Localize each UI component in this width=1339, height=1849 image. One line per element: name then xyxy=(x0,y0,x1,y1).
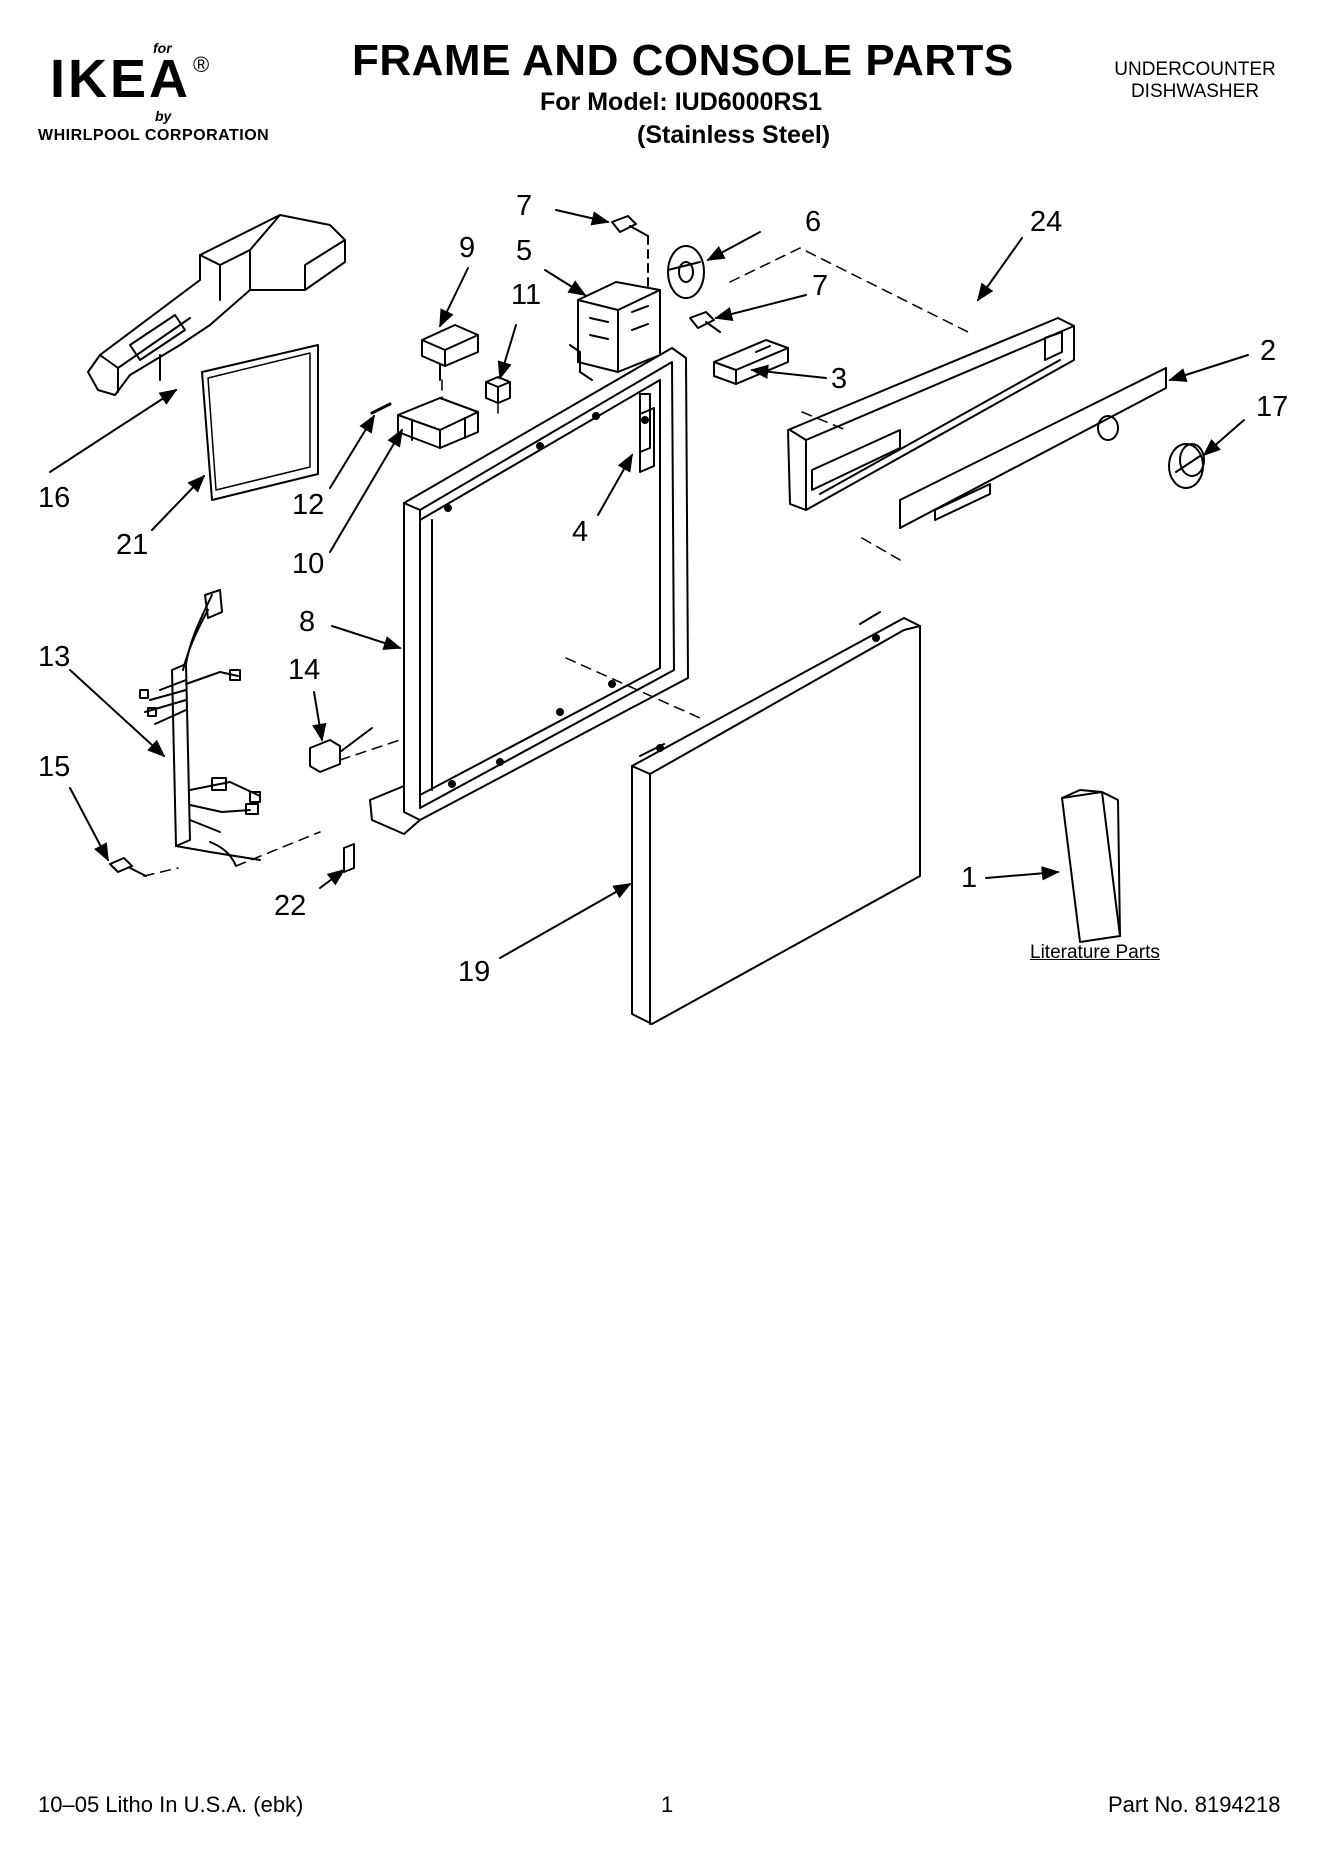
part-15-screw xyxy=(109,857,147,877)
callout-8: 8 xyxy=(299,606,316,638)
part-21-insulation-panel xyxy=(201,344,319,501)
callout-9: 9 xyxy=(459,232,476,264)
callout-7-top: 7 xyxy=(516,190,533,222)
part-4-latch xyxy=(639,407,655,473)
footer-part-number: Part No. 8194218 xyxy=(1108,1792,1281,1817)
logo-for-text: for xyxy=(153,40,172,56)
part-9-switch xyxy=(421,324,479,381)
product-type-line2: DISHWASHER xyxy=(1130,81,1260,102)
part-14-door-switch xyxy=(309,727,373,773)
callout-22: 22 xyxy=(274,890,307,922)
callout-24: 24 xyxy=(1030,206,1063,238)
model-line: For Model: IUD6000RS1 xyxy=(540,88,823,116)
callout-arrows xyxy=(49,209,1249,959)
callout-10: 10 xyxy=(292,548,325,580)
part-16-console-bracket xyxy=(87,214,346,396)
callout-6: 6 xyxy=(805,206,822,238)
page-title: FRAME AND CONSOLE PARTS xyxy=(352,36,1014,85)
part-12-clip xyxy=(370,402,392,415)
callout-2: 2 xyxy=(1260,335,1277,367)
callout-19: 19 xyxy=(458,956,491,988)
logo-brand-text: IKEA xyxy=(50,49,192,109)
callout-14: 14 xyxy=(288,654,321,686)
callout-17: 17 xyxy=(1256,391,1289,423)
part-5-control-assembly xyxy=(569,281,661,381)
callout-11: 11 xyxy=(511,279,542,311)
finish-line: (Stainless Steel) xyxy=(637,121,831,149)
part-3-bracket xyxy=(713,339,789,385)
part-13-wire-harness xyxy=(139,589,261,867)
logo-corporation: WHIRLPOOL CORPORATION xyxy=(38,127,270,144)
product-type-line1: UNDERCOUNTER xyxy=(1114,59,1276,80)
callout-7-right: 7 xyxy=(812,270,829,302)
part-6-cam xyxy=(667,245,705,299)
callout-13: 13 xyxy=(38,641,71,673)
callout-12: 12 xyxy=(292,489,325,521)
literature-parts-label: Literature Parts xyxy=(1030,942,1160,963)
ikea-logo: IKEA® xyxy=(50,52,209,106)
callout-21: 21 xyxy=(116,529,149,561)
registered-mark: ® xyxy=(193,52,210,77)
footer-page-number: 1 xyxy=(661,1792,674,1817)
product-type: UNDERCOUNTER DISHWASHER xyxy=(1100,59,1290,103)
part-11-connector xyxy=(485,376,511,404)
part-24-console xyxy=(787,317,1075,511)
part-2-console-panel xyxy=(899,367,1167,529)
part-8-door-frame xyxy=(369,347,689,835)
callout-4: 4 xyxy=(572,516,589,548)
logo-by-text: by xyxy=(155,108,172,124)
assembly-lines xyxy=(143,247,969,877)
callout-5: 5 xyxy=(516,235,533,267)
part-7-screw-right xyxy=(689,311,721,333)
callout-1: 1 xyxy=(961,862,978,894)
part-22-clip xyxy=(343,843,355,873)
footer-litho: 10–05 Litho In U.S.A. (ebk) xyxy=(38,1792,304,1817)
part-7-screw-top xyxy=(611,215,649,291)
part-19-door-panel xyxy=(631,611,921,1025)
part-1-literature xyxy=(1061,789,1121,943)
part-10-switch-holder xyxy=(397,397,479,449)
part-17-knob xyxy=(1168,443,1205,489)
callout-3: 3 xyxy=(831,363,848,395)
callout-16: 16 xyxy=(38,482,71,514)
callout-15: 15 xyxy=(38,751,71,783)
